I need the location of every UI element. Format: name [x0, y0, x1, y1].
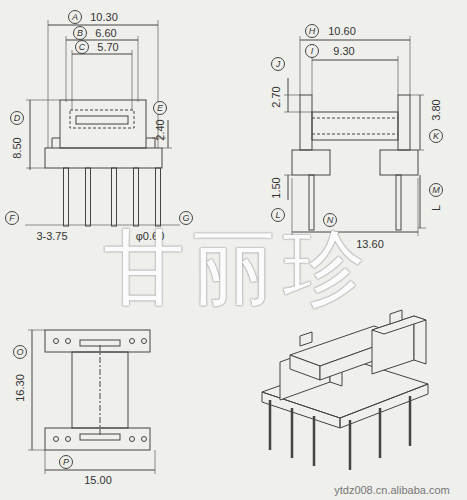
dimension: 6.60	[95, 27, 116, 39]
callout-letter: F	[5, 211, 19, 225]
dimension: 3.80	[430, 99, 442, 120]
dimension: 1.50	[270, 177, 282, 198]
callout-letter: E	[153, 101, 167, 115]
dimension: 3-3.75	[36, 230, 67, 242]
dimension: 2.70	[270, 86, 282, 107]
callout-letter: N	[323, 213, 337, 227]
watermark: 甘丽珍	[103, 227, 373, 309]
dimension: 9.30	[333, 45, 354, 57]
callout-letter: L	[271, 208, 285, 222]
callout-letter: M	[429, 183, 443, 197]
watermark-url: ytdz008.cn.alibaba.com	[334, 485, 450, 496]
callout-letter: A	[68, 10, 82, 24]
callout-letter: O	[13, 345, 27, 359]
callout-letter: H	[305, 24, 319, 38]
callout-letter: D	[10, 111, 24, 125]
callout-letter: B	[73, 26, 87, 40]
callout-letter: C	[75, 40, 89, 54]
dimension: 8.50	[11, 137, 23, 158]
callout-letter: J	[271, 57, 285, 71]
dimension: 2.40	[154, 119, 166, 140]
dimension: 15.00	[84, 474, 112, 486]
callout-letter: K	[429, 129, 443, 143]
dimension: L	[430, 205, 442, 211]
dimension: 10.60	[328, 25, 356, 37]
callout-letter: I	[305, 44, 319, 58]
dimension: 16.30	[14, 374, 26, 402]
callout-letter: P	[59, 455, 73, 469]
callout-letter: G	[179, 211, 193, 225]
dimension: 10.30	[90, 11, 118, 23]
dimension: 5.70	[97, 41, 118, 53]
